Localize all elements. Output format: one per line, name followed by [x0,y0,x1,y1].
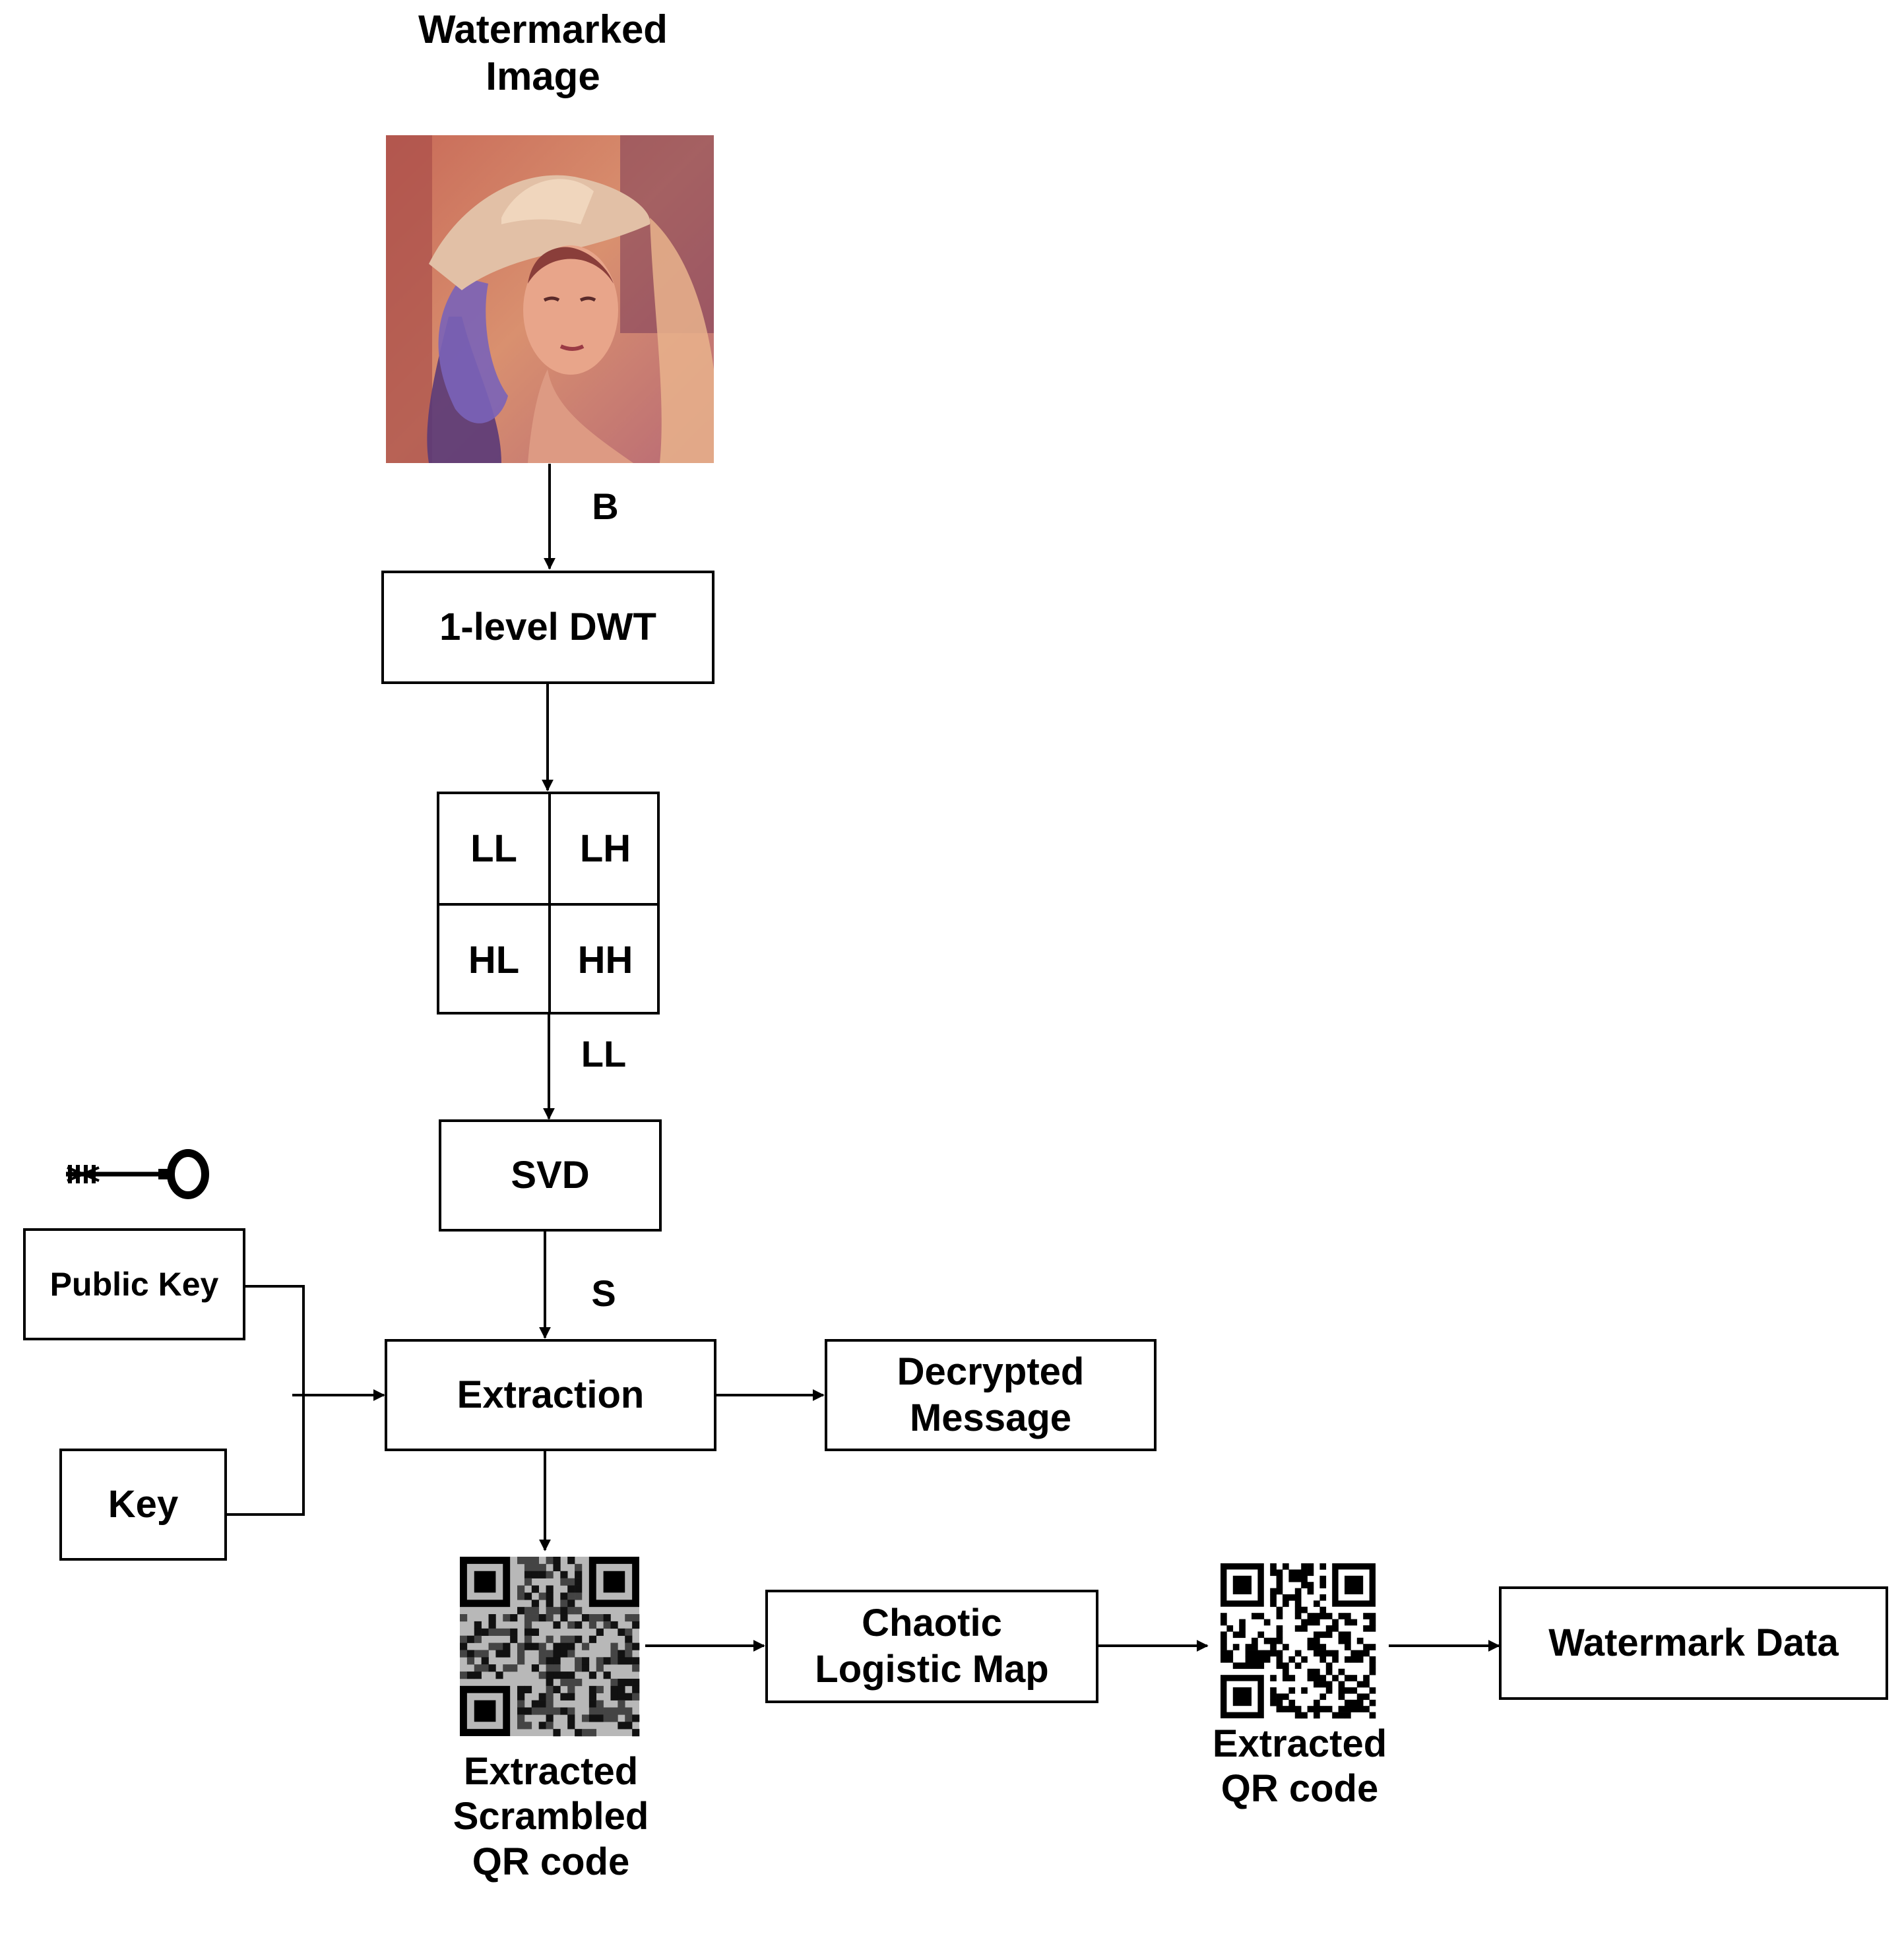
svd-box: SVD [439,1119,662,1232]
decrypted-message-box: Decrypted Message [825,1339,1157,1451]
key-box: Key [59,1449,227,1561]
public-key-box: Public Key [23,1228,245,1340]
chaotic-map-line1: Chaotic [862,1602,1002,1645]
watermark-data-label: Watermark Data [1548,1621,1839,1665]
extracted-qr-caption: Extracted QR code [1188,1722,1412,1812]
chaotic-map-line2: Logistic Map [815,1648,1049,1691]
extraction-label: Extraction [457,1373,645,1417]
key-label: Key [108,1483,179,1526]
watermarked-image [386,135,714,463]
decrypted-message-line1: Decrypted [897,1350,1085,1394]
edge-label-ll: LL [581,1033,627,1075]
scrambled-qr-caption: Extracted Scrambled QR code [409,1749,693,1885]
edge-label-s: S [591,1272,616,1314]
decrypted-message-line2: Message [909,1396,1072,1439]
subband-grid: LL LH HL HH [437,792,660,1015]
scrambled-qr-image [460,1557,640,1737]
watermarked-image-title-line2: Image [486,53,600,98]
subband-hh: HH [577,939,633,982]
subband-lh: LH [579,827,631,870]
edge-label-b: B [592,485,619,527]
scrambled-qr-caption-line3: QR code [472,1840,630,1883]
scrambled-qr-caption-line2: Scrambled [453,1795,649,1838]
scrambled-qr-caption-line1: Extracted [463,1750,639,1793]
extraction-box: Extraction [385,1339,716,1451]
dwt-label: 1-level DWT [439,606,656,649]
edge-public-key-line [224,1285,305,1516]
subband-ll: LL [470,827,517,870]
watermark-data-box: Watermark Data [1499,1586,1888,1700]
subband-hl: HL [468,939,520,982]
dwt-box: 1-level DWT [381,571,714,684]
svd-label: SVD [511,1154,590,1197]
extracted-qr-image [1221,1563,1376,1719]
extracted-qr-caption-line2: QR code [1221,1767,1379,1811]
watermarked-image-title: Watermarked Image [371,7,714,100]
extracted-qr-caption-line1: Extracted [1212,1722,1387,1765]
key-icon [66,1149,209,1199]
public-key-label: Public Key [49,1266,219,1303]
watermarked-image-title-line1: Watermarked [418,7,668,51]
chaotic-map-box: Chaotic Logistic Map [765,1590,1098,1703]
